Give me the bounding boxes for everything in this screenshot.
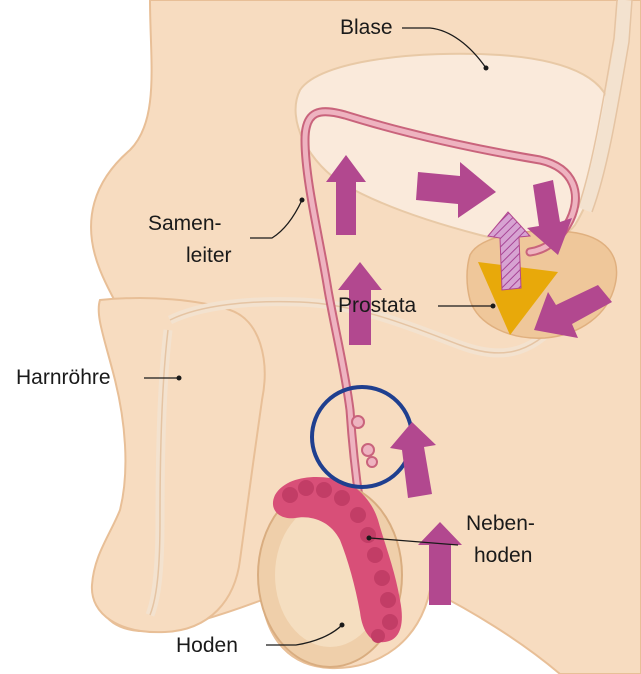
label-samenleiter-2: leiter [186,244,232,267]
label-hoden: Hoden [176,634,238,657]
label-blase: Blase [340,16,393,39]
label-samenleiter-1: Samen- [148,212,222,235]
label-nebenhoden-2: hoden [474,544,532,567]
label-nebenhoden-1: Neben- [466,512,535,535]
label-harnroehre: Harnröhre [16,366,111,389]
label-prostata: Prostata [338,294,417,317]
